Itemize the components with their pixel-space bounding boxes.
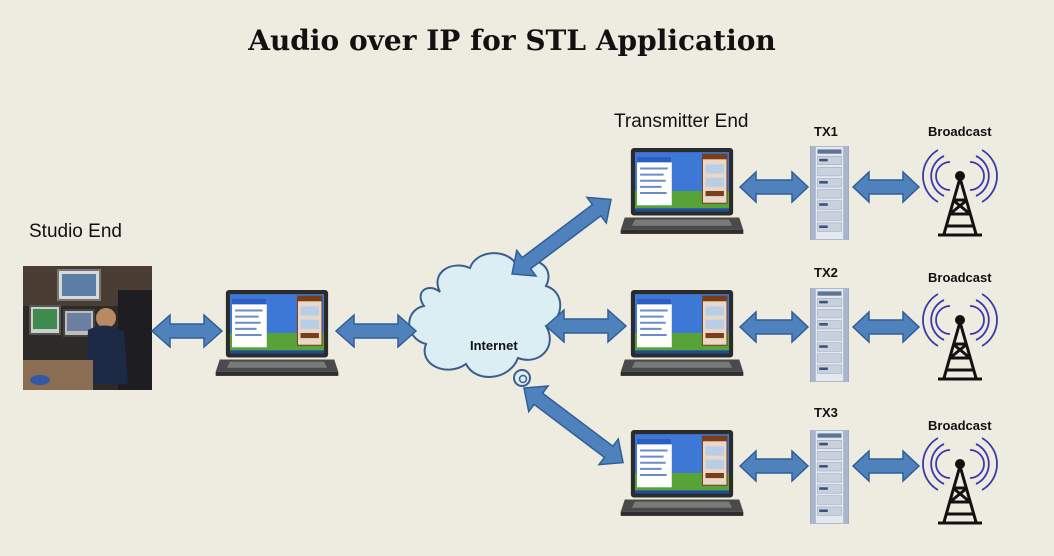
arrow-laptop2-rack2 (738, 310, 810, 344)
broadcast-label-2: Broadcast (928, 270, 992, 285)
tx3-rack (810, 430, 849, 524)
arrow-internet-tx1 (511, 196, 612, 277)
studio-laptop (215, 289, 339, 377)
broadcast-tower-2-icon (921, 292, 999, 381)
broadcast-tower-3-icon (921, 436, 999, 525)
arrow-rack3-tower3 (851, 449, 921, 483)
transmitter-laptop-2 (620, 289, 744, 377)
tx1-label: TX1 (814, 124, 838, 139)
arrow-rack2-tower2 (851, 310, 921, 344)
arrow-rack1-tower1 (851, 170, 921, 204)
arrow-internet-tx3 (523, 385, 624, 466)
internet-label: Internet (470, 338, 518, 353)
arrow-laptop3-rack3 (738, 449, 810, 483)
tx2-label: TX2 (814, 265, 838, 280)
studio-photo (23, 266, 152, 390)
broadcast-tower-1-icon (921, 148, 999, 237)
arrow-studio-laptop (150, 313, 224, 349)
arrow-laptop1-rack1 (738, 170, 810, 204)
arrow-laptop-internet (334, 313, 418, 349)
diagram-title: Audio over IP for STL Application (248, 24, 776, 57)
connection-arrows (150, 170, 921, 483)
tx1-rack (810, 146, 849, 240)
internet-cloud (408, 252, 562, 387)
arrow-internet-tx2 (544, 308, 628, 344)
tx2-rack (810, 288, 849, 382)
transmitter-end-label: Transmitter End (614, 111, 749, 132)
studio-end-label: Studio End (29, 221, 122, 242)
broadcast-label-3: Broadcast (928, 418, 992, 433)
transmitter-laptop-1 (620, 147, 744, 235)
transmitter-laptop-3 (620, 429, 744, 517)
tx3-label: TX3 (814, 405, 838, 420)
broadcast-label-1: Broadcast (928, 124, 992, 139)
